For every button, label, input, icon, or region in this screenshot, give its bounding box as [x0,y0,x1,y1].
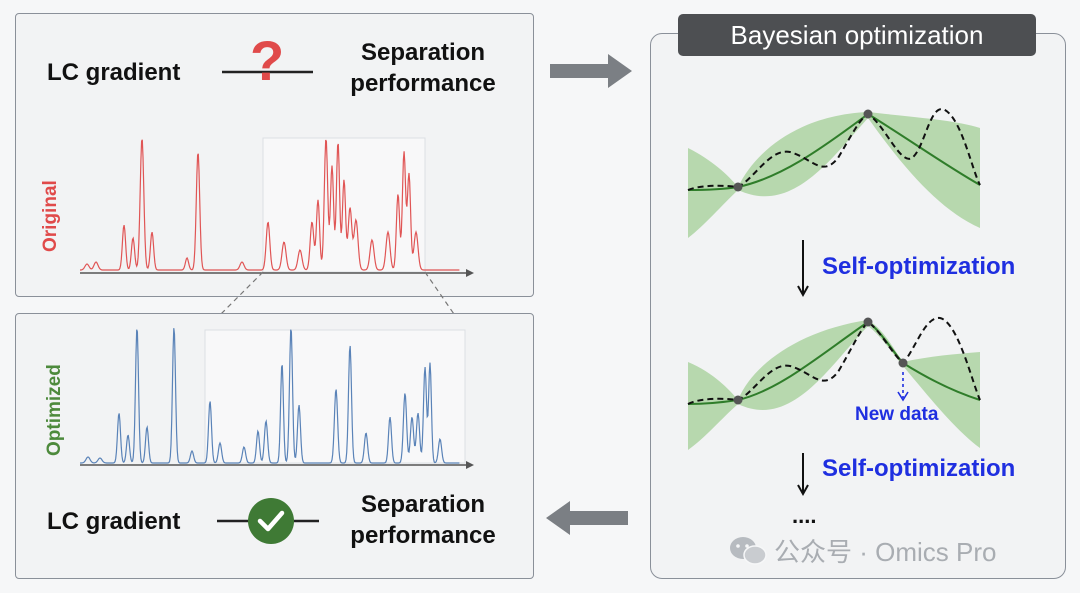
self-optimization-label-2: Self-optimization [822,455,1016,482]
watermark-text: 公众号 · Omics Pro [774,537,997,567]
right-arrow-icon [550,54,632,88]
check-icon [248,498,294,544]
down-arrow-icon-1 [797,240,809,298]
left-arrow-icon [546,501,628,535]
top-lc-gradient-label: LC gradient [47,59,181,86]
watermark: 公众号 · Omics Pro [728,532,996,569]
question-mark-icon: ? [250,29,285,92]
bottom-sep-line1: Separation [360,491,486,518]
bottom-sep-line2: performance [350,522,496,550]
bottom-separation-performance: Separation performance [333,491,513,550]
top-panel [15,13,534,297]
top-sep-line1: Separation [360,39,486,66]
top-relation-line [222,70,313,74]
bayes-title: Bayesian optimization [678,14,1036,56]
new-data-label: New data [855,404,939,425]
self-optimization-label-1: Self-optimization [822,253,1016,280]
ellipsis: .... [792,503,817,528]
down-arrow-icon-2 [797,453,809,497]
wechat-icon [730,536,767,565]
top-separation-performance: Separation performance [333,39,513,98]
top-sep-line2: performance [350,70,496,98]
bottom-lc-gradient-label: LC gradient [47,508,181,535]
